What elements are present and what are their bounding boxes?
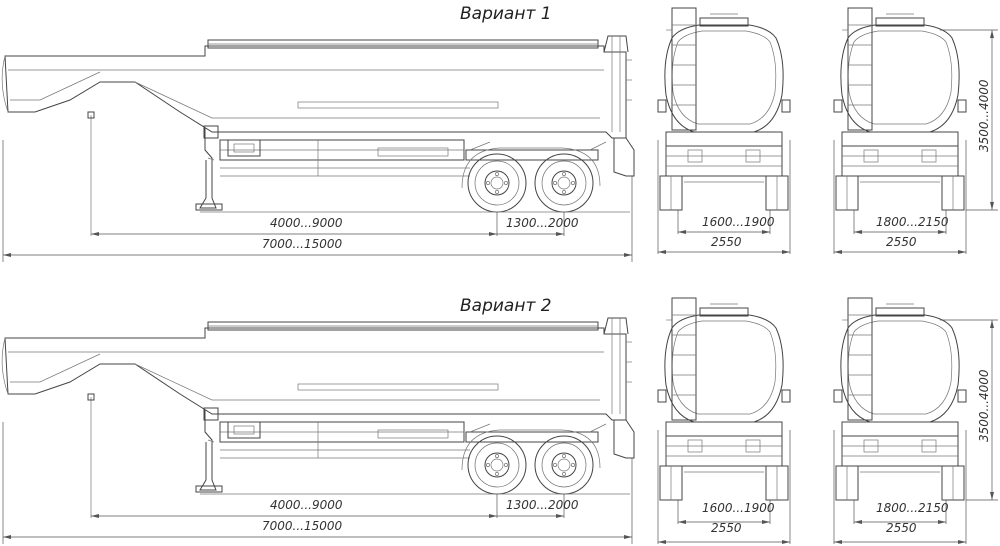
variant-2-side-view: 4000...9000 1300...2000 7000...15000 bbox=[1, 317, 635, 545]
variant-1-height-dimension: 3500...4000 bbox=[977, 79, 991, 152]
variant-2-rear-view-b: 1800...2150 2550 3500...4000 bbox=[833, 297, 998, 545]
variant-2-height-dimension: 3500...4000 bbox=[977, 369, 991, 442]
variant-2-axle-spacing-dimension: 1300...2000 bbox=[506, 498, 579, 512]
variant-1-title: Вариант 1 bbox=[460, 4, 552, 24]
variant-2-title: Вариант 2 bbox=[460, 296, 552, 316]
variant-2-rear-view-a: 1600...1900 2550 bbox=[657, 297, 791, 545]
variant-1: Вариант 1 4000...9000 1300...2000 7000..… bbox=[1, 4, 998, 263]
variant-1-axle-spacing-dimension: 1300...2000 bbox=[506, 216, 579, 230]
variant-1-rear-b-track-dimension: 1800...2150 bbox=[876, 215, 949, 229]
variant-1-wheelbase-dimension: 4000...9000 bbox=[270, 216, 343, 230]
variant-2-rear-a-width-dimension: 2550 bbox=[711, 521, 742, 535]
variant-2-rear-b-width-dimension: 2550 bbox=[886, 521, 917, 535]
variant-1-rear-view-b: 1800...2150 2550 3500...4000 bbox=[833, 7, 998, 255]
variant-1-rear-a-track-dimension: 1600...1900 bbox=[702, 215, 775, 229]
variant-2-wheelbase-dimension: 4000...9000 bbox=[270, 498, 343, 512]
variant-1-rear-view-a: 1600...1900 2550 bbox=[657, 7, 791, 255]
variant-2: Вариант 2 4000...9000 1300...2000 7000..… bbox=[1, 296, 998, 545]
variant-1-rear-a-width-dimension: 2550 bbox=[711, 235, 742, 249]
variant-1-rear-b-width-dimension: 2550 bbox=[886, 235, 917, 249]
variant-1-side-view: 4000...9000 1300...2000 7000...15000 bbox=[1, 35, 635, 263]
variant-2-overall-length-dimension: 7000...15000 bbox=[262, 519, 343, 533]
variant-1-overall-length-dimension: 7000...15000 bbox=[262, 237, 343, 251]
variant-2-rear-a-track-dimension: 1600...1900 bbox=[702, 501, 775, 515]
variant-2-rear-b-track-dimension: 1800...2150 bbox=[876, 501, 949, 515]
